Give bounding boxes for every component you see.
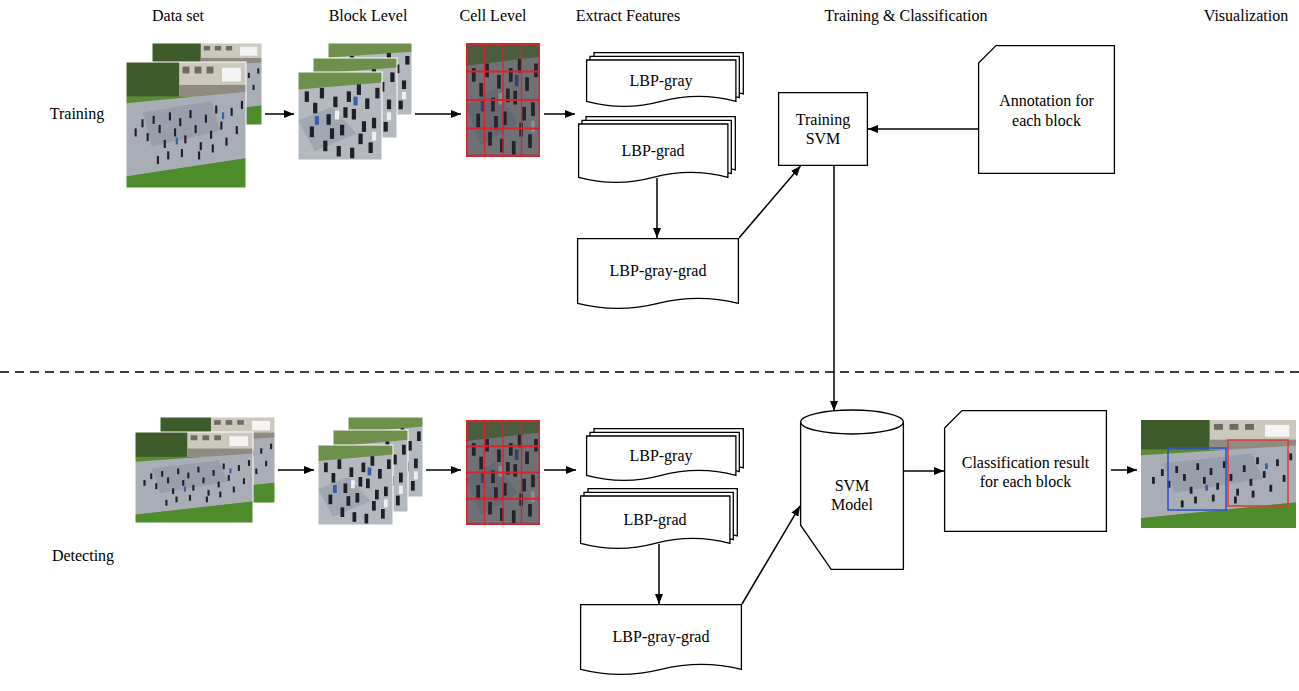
column-header: Extract Features	[576, 6, 680, 25]
flow-arrow	[544, 469, 576, 471]
column-header: Cell Level	[459, 6, 526, 25]
node-text: LBP-gray-grad	[613, 627, 710, 646]
detection-box	[1228, 440, 1288, 506]
node-text: LBP-gray	[629, 446, 692, 465]
node-text: Training SVM	[784, 110, 862, 148]
connector-arrow	[658, 544, 660, 604]
block-image	[298, 72, 382, 160]
flow-arrow	[544, 113, 575, 115]
row-label: Detecting	[52, 546, 114, 565]
visualization-image	[1141, 420, 1296, 528]
shape-outline	[978, 45, 1115, 174]
dashed-separator	[0, 371, 1299, 373]
node-text: LBP-grad	[623, 510, 686, 529]
cell-grid-image	[466, 43, 540, 157]
block-image	[318, 445, 393, 525]
column-header: Training & Classification	[825, 6, 988, 25]
node-text: LBP-gray	[629, 71, 692, 90]
column-header: Data set	[152, 6, 204, 25]
connector-arrow	[742, 506, 800, 604]
detection-box	[1168, 448, 1226, 510]
flow-arrow	[1111, 469, 1137, 471]
row-label: Training	[50, 104, 105, 123]
training-images	[126, 43, 575, 188]
connector-arrow	[833, 166, 835, 411]
flow-arrow	[265, 113, 294, 115]
flow-arrow	[426, 469, 461, 471]
process-box: Training SVM	[778, 92, 868, 166]
document-stack: LBP-grad	[578, 116, 736, 186]
connector-arrow	[868, 128, 978, 130]
node-text: SVM Model	[824, 476, 880, 514]
document-stack: LBP-gray	[586, 52, 744, 110]
document-box: LBP-gray-grad	[580, 604, 742, 678]
cell-grid-image	[466, 420, 540, 525]
flow-arrow	[415, 113, 461, 115]
document-box: LBP-gray-grad	[577, 238, 739, 312]
dataset-image	[126, 62, 246, 188]
card-box: Classification result for each block	[944, 410, 1107, 532]
shape-outline	[944, 410, 1107, 532]
node-text: Classification result for each block	[958, 453, 1093, 491]
node-text: LBP-grad	[621, 141, 684, 160]
node-text: Annotation for each block	[992, 91, 1101, 129]
connector-arrow	[739, 166, 801, 238]
connector-arrow	[656, 178, 658, 238]
database-cylinder: SVM Model	[800, 410, 904, 570]
document-stack: LBP-gray	[586, 428, 744, 484]
connector-arrow	[904, 470, 944, 472]
card-box: Annotation for each block	[978, 45, 1115, 174]
node-text: LBP-gray-grad	[610, 261, 707, 280]
column-header: Block Level	[329, 6, 408, 25]
shape-outline	[778, 92, 868, 166]
flow-arrow	[278, 469, 314, 471]
dataset-image	[135, 432, 253, 523]
column-header: Visualization	[1204, 6, 1288, 25]
document-stack: LBP-grad	[580, 488, 738, 552]
